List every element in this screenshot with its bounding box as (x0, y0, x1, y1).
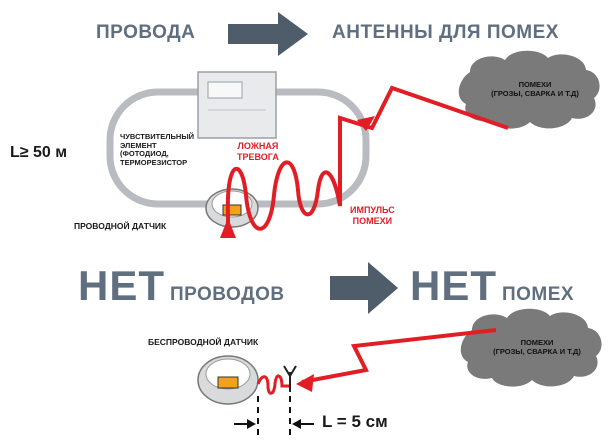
bottom-cloud-icon (460, 308, 602, 387)
distance-top-label: L≥ 50 м (10, 144, 68, 161)
bottom-cloud-line1: ПОМЕХИ (520, 338, 554, 347)
top-cloud-text: ПОМЕХИ (ГРОЗЫ, СВАРКА И Т.Д) (480, 80, 590, 98)
top-interference-wave (225, 85, 509, 231)
sensor-element-line3: (ФОТОДИОД, (120, 149, 169, 158)
top-cloud-icon (458, 50, 600, 129)
bottom-cloud-text: ПОМЕХИ (ГРОЗЫ, СВАРКА И Т.Д) (482, 338, 592, 356)
bottom-coil (256, 374, 290, 395)
control-panel-icon (197, 71, 277, 139)
false-alarm-line1: ЛОЖНАЯ (237, 141, 279, 151)
antenna-icon (283, 365, 297, 392)
false-alarm-line2: ТРЕВОГА (237, 152, 279, 162)
top-right-title: АНТЕННЫ ДЛЯ ПОМЕХ (332, 22, 559, 43)
no-noise-small: ПОМЕХ (501, 284, 575, 305)
bottom-cloud-line2: (ГРОЗЫ, СВАРКА И Т.Д) (493, 347, 581, 356)
dimension-marks (234, 396, 314, 440)
top-wave-arrowhead (220, 218, 236, 238)
false-alarm-label: ЛОЖНАЯ ТРЕВОГА (237, 141, 279, 163)
bottom-arrow-icon (330, 262, 398, 314)
top-arrow-icon (228, 12, 308, 56)
sensor-element-line1: ЧУВСТВИТЕЛЬНЫЙ (120, 132, 195, 141)
sensor-element-line2: ЭЛЕМЕНТ (120, 140, 157, 150)
bottom-interference-wave (301, 328, 497, 384)
dim-arrow-right-icon (292, 419, 301, 429)
impulse-line1: ИМПУЛЬС (350, 205, 395, 215)
top-cloud-line2: (ГРОЗЫ, СВАРКА И Т.Д) (491, 89, 579, 98)
impulse-line2: ПОМЕХИ (352, 216, 393, 226)
no-noise-heading: НЕТ ПОМЕХ (410, 262, 574, 310)
top-cloud-arrowhead (357, 116, 375, 131)
distance-bottom-label: L = 5 см (322, 412, 388, 431)
no-wires-big: НЕТ (78, 262, 165, 309)
impulse-label: ИМПУЛЬС ПОМЕХИ (350, 205, 395, 227)
bottom-wave-arrowhead (296, 374, 314, 392)
wireless-detector-icon (197, 355, 259, 405)
top-cloud-line1: ПОМЕХИ (518, 80, 552, 89)
top-left-title: ПРОВОДА (96, 22, 196, 43)
no-wires-heading: НЕТ ПРОВОДОВ (78, 262, 285, 310)
no-wires-small: ПРОВОДОВ (169, 284, 285, 305)
wired-sensor-label: ПРОВОДНОЙ ДАТЧИК (74, 221, 167, 231)
dim-arrow-left-icon (247, 419, 256, 429)
wireless-sensor-label: БЕСПРОВОДНОЙ ДАТЧИК (148, 337, 259, 347)
no-noise-big: НЕТ (410, 262, 497, 309)
sensor-element-label: ЧУВСТВИТЕЛЬНЫЙ ЭЛЕМЕНТ (ФОТОДИОД, ТЕРМОР… (120, 132, 220, 167)
sensor-element-line4: ТЕРМОРЕЗИСТОР (120, 157, 188, 167)
